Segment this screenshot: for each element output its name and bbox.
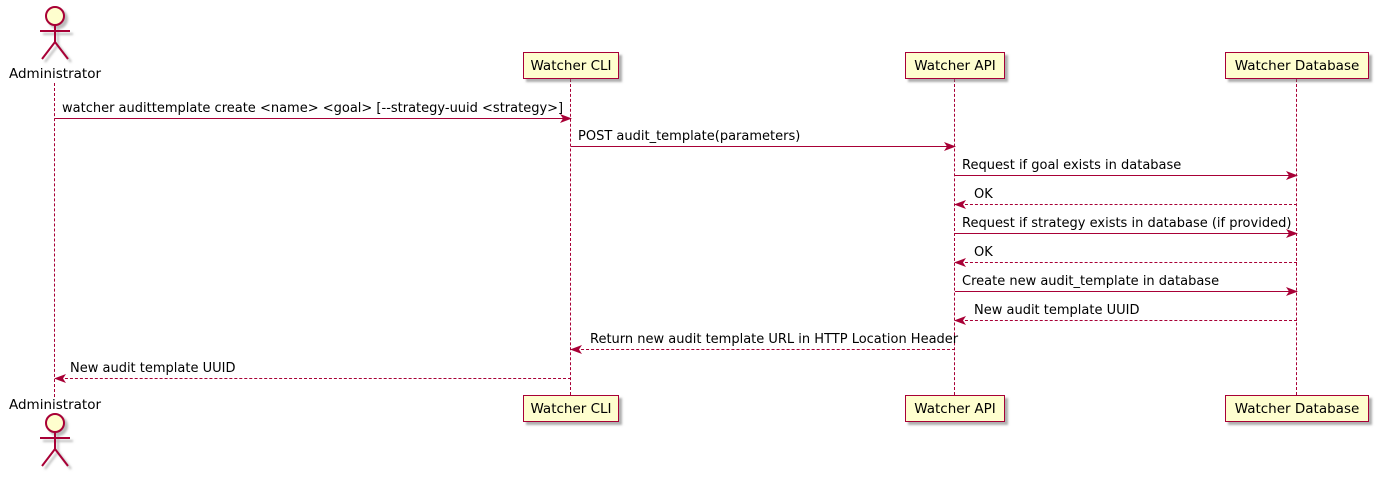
message-8-line <box>955 320 1297 321</box>
arrowhead-left-icon <box>954 316 966 325</box>
message-6-label: OK <box>974 245 993 260</box>
lifeline-watcher-cli <box>570 79 571 395</box>
participant-watcher-database-top: Watcher Database <box>1225 52 1369 79</box>
message-2-line <box>571 146 955 147</box>
arrowhead-left-icon <box>954 200 966 209</box>
message-6: OK <box>954 245 1297 267</box>
message-8: New audit template UUID <box>954 303 1297 325</box>
message-9-line <box>571 349 955 350</box>
message-5-label: Request if strategy exists in database (… <box>962 216 1292 231</box>
message-10: New audit template UUID <box>54 361 571 383</box>
lifeline-administrator <box>54 83 55 397</box>
participant-watcher-api-bottom: Watcher API <box>905 395 1005 422</box>
message-3: Request if goal exists in database <box>955 158 1298 180</box>
message-3-label: Request if goal exists in database <box>962 158 1182 173</box>
arrowhead-right-icon <box>1286 287 1298 296</box>
message-1-line <box>55 118 571 119</box>
message-4-line <box>955 204 1297 205</box>
participant-watcher-cli-bottom: Watcher CLI <box>523 395 619 422</box>
arrowhead-right-icon <box>1286 229 1298 238</box>
message-5-line <box>955 233 1297 234</box>
message-10-line <box>55 378 571 379</box>
arrowhead-right-icon <box>1286 171 1298 180</box>
participant-watcher-database-bottom: Watcher Database <box>1225 395 1369 422</box>
message-1-label: watcher audittemplate create <name> <goa… <box>62 101 564 116</box>
administrator-actor-icon <box>40 413 70 467</box>
message-7-line <box>955 291 1297 292</box>
message-1: watcher audittemplate create <name> <goa… <box>55 101 572 123</box>
actor-label-administrator-bottom: Administrator <box>8 397 102 413</box>
message-7: Create new audit_template in database <box>955 274 1298 296</box>
message-9-label: Return new audit template URL in HTTP Lo… <box>590 332 959 347</box>
message-6-line <box>955 262 1297 263</box>
arrowhead-left-icon <box>954 258 966 267</box>
actor-label-administrator-top: Administrator <box>8 66 102 82</box>
message-9: Return new audit template URL in HTTP Lo… <box>570 332 959 354</box>
arrowhead-left-icon <box>54 374 66 383</box>
participant-watcher-api-top: Watcher API <box>905 52 1005 79</box>
administrator-actor-icon <box>40 6 70 60</box>
message-7-label: Create new audit_template in database <box>962 274 1220 289</box>
message-5: Request if strategy exists in database (… <box>955 216 1298 238</box>
message-2-label: POST audit_template(parameters) <box>578 129 801 144</box>
lifeline-watcher-database <box>1296 79 1297 395</box>
message-8-label: New audit template UUID <box>974 303 1140 318</box>
message-4: OK <box>954 187 1297 209</box>
arrowhead-left-icon <box>570 345 582 354</box>
message-3-line <box>955 175 1297 176</box>
arrowhead-right-icon <box>944 142 956 151</box>
participant-watcher-cli-top: Watcher CLI <box>523 52 619 79</box>
arrowhead-right-icon <box>560 114 572 123</box>
message-2: POST audit_template(parameters) <box>571 129 956 151</box>
message-10-label: New audit template UUID <box>70 361 236 376</box>
message-4-label: OK <box>974 187 993 202</box>
lifeline-watcher-api <box>954 79 955 395</box>
